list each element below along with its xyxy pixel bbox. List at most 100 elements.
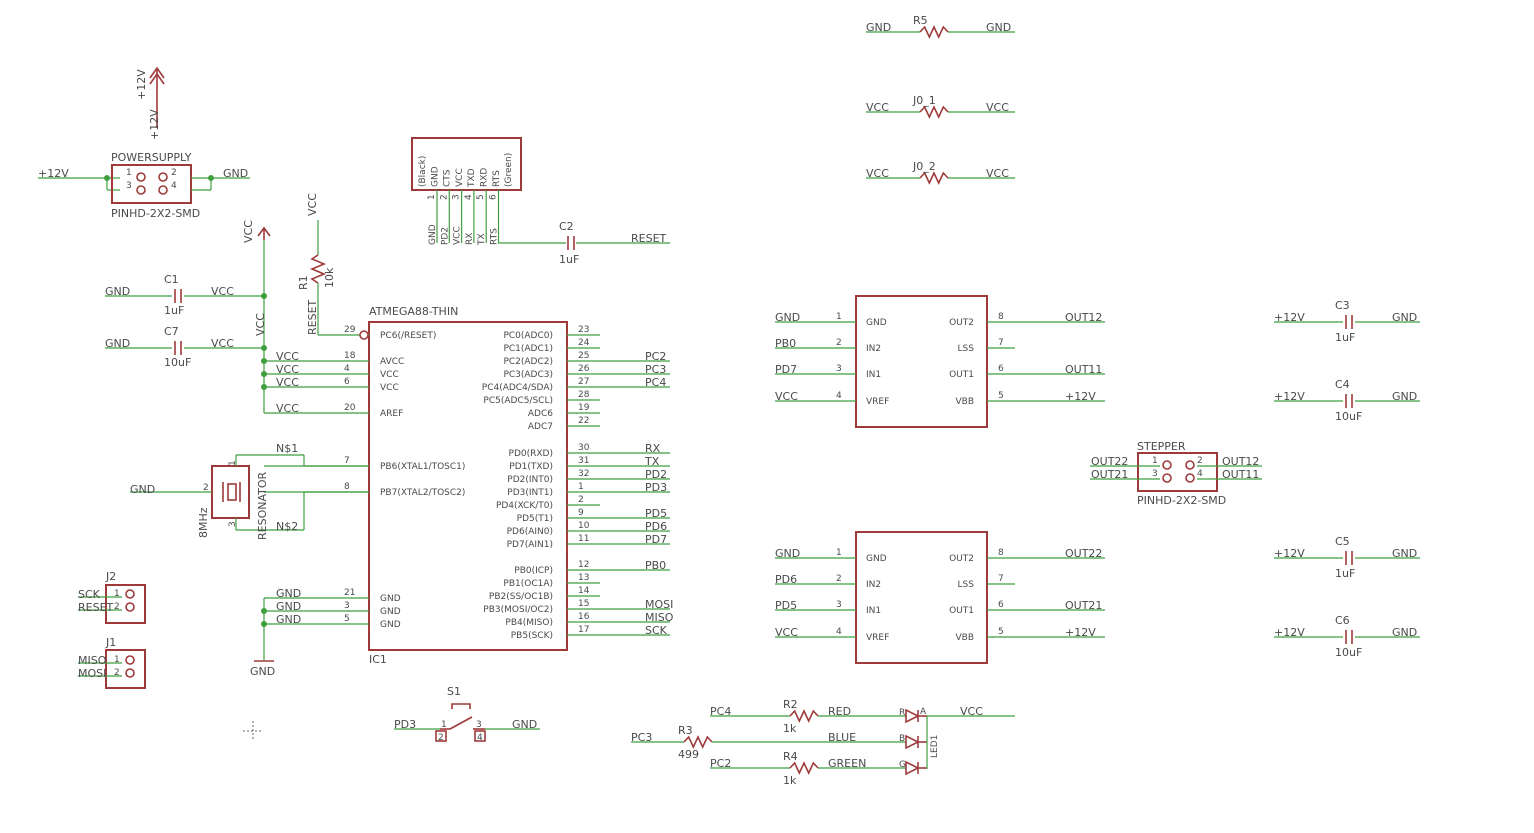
- atmega88-block: ATMEGA88-THIN IC1 PC6(/RESET)29AVCC18VCC…: [264, 305, 674, 666]
- j1-name: J1: [105, 636, 116, 649]
- right-cap-0-value: 1uF: [1335, 331, 1355, 344]
- driver-0-right-net-2: OUT11: [1065, 363, 1102, 376]
- driver-1-right-net-3: +12V: [1065, 626, 1096, 639]
- mcu-left-pin-num-0: 29: [344, 325, 356, 335]
- resonator-value: 8MHz: [197, 507, 210, 538]
- driver-0-left-net-1: PB0: [775, 337, 796, 350]
- mcu-right-pin-label-19: PB3(MOSI/OC2): [483, 605, 553, 615]
- driver-0-right-label-1: LSS: [958, 344, 975, 354]
- right-cap-1-left: +12V: [1274, 390, 1305, 403]
- ftdi-label-5: RXD: [480, 168, 490, 187]
- mcu-right-pin-label-13: PD5(T1): [517, 514, 553, 524]
- ftdi-label-0: (Black): [418, 156, 428, 187]
- left-cap-1-value: 10uF: [164, 356, 191, 369]
- stepper-pin-4: 4: [1197, 469, 1203, 479]
- stepper-package: PINHD-2X2-SMD: [1137, 494, 1226, 507]
- gnd-rail-block: GND: [250, 598, 275, 678]
- s1-right-net: GND: [512, 718, 537, 731]
- mcu-right-pin-num-0: 23: [578, 325, 589, 335]
- resonator-pin-3: 3: [228, 521, 238, 527]
- power-supply-package: PINHD-2X2-SMD: [111, 207, 200, 220]
- ftdi-header: [411, 137, 522, 191]
- ftdi-pin-1: 1: [427, 194, 437, 200]
- gnd-symbol-label: GND: [250, 665, 275, 678]
- driver-1-right-label-2: OUT1: [949, 606, 974, 616]
- mcu-left-pin-label-9: GND: [380, 620, 401, 630]
- led-pin-0: R: [899, 708, 905, 718]
- j2-header: [105, 584, 146, 624]
- mcu-right-net-20: MISO: [645, 611, 674, 624]
- driver-0-left-net-2: PD7: [775, 363, 797, 376]
- mcu-left-pin-num-6: 8: [344, 482, 350, 492]
- stepper-pin-3: 3: [1152, 469, 1158, 479]
- mcu-right-pin-num-1: 24: [578, 338, 590, 348]
- mcu-right-pin-num-18: 14: [578, 586, 590, 596]
- driver-1-right-net-0: OUT22: [1065, 547, 1102, 560]
- stepper-header: [1137, 452, 1218, 492]
- driver-0-right-label-3: VBB: [955, 397, 974, 407]
- mcu-left-pin-num-3: 6: [344, 377, 350, 387]
- j1-net-1: MISO: [78, 654, 107, 667]
- origin-marker: [243, 721, 263, 741]
- driver-1-left-label-1: IN2: [866, 580, 881, 590]
- ftdi-label-1: GND: [430, 166, 440, 187]
- driver-1-left-label-0: GND: [866, 554, 887, 564]
- driver-1-left-net-2: PD5: [775, 599, 797, 612]
- power-supply-block: +12V +12V +12V 1 2 3 4 GND POWERSUPPLY P…: [38, 66, 250, 220]
- j2-name: J2: [105, 570, 116, 583]
- plus12v-symbol-label: +12V: [135, 69, 148, 100]
- mcu-right-net-4: PC4: [645, 376, 666, 389]
- driver-0-right-net-0: OUT12: [1065, 311, 1102, 324]
- mcu-left-net-8: GND: [276, 600, 301, 613]
- led-net-2: PC2: [710, 757, 731, 770]
- mcu-left-pin-label-2: VCC: [380, 370, 399, 380]
- mcu-right-pin-label-9: PD1(TXD): [509, 462, 553, 472]
- mcu-left-net-2: VCC: [276, 363, 299, 376]
- top-res-0-right: GND: [986, 21, 1011, 34]
- right-cap-0-name: C3: [1335, 299, 1350, 312]
- mcu-right-pin-num-4: 27: [578, 377, 589, 387]
- driver-1-right-pin-0: 8: [998, 548, 1004, 558]
- mcu-left-pin-num-9: 5: [344, 614, 350, 624]
- led-res-name-0: R2: [783, 698, 798, 711]
- mcu-right-net-9: TX: [644, 455, 660, 468]
- mcu-left-pin-num-1: 18: [344, 351, 356, 361]
- mcu-right-net-13: PD5: [645, 507, 667, 520]
- mcu-right-pin-num-3: 26: [578, 364, 590, 374]
- j2-pin-2: 2: [114, 602, 120, 612]
- mcu-right-net-14: PD6: [645, 520, 667, 533]
- left-cap-0-vcc: VCC: [211, 285, 234, 298]
- driver-0-left-pin-1: 2: [836, 338, 842, 348]
- right-cap-2-value: 1uF: [1335, 567, 1355, 580]
- s1-pin-2: 2: [438, 733, 444, 743]
- mcu-right-pin-num-17: 13: [578, 573, 589, 583]
- mcu-left-pin-label-6: PB7(XTAL2/TOSC2): [380, 488, 465, 498]
- driver-1-right-net-2: OUT21: [1065, 599, 1102, 612]
- driver-0-right-label-2: OUT1: [949, 370, 974, 380]
- led-res-value-1: 499: [678, 748, 699, 761]
- stepper-pin-2: 2: [1197, 456, 1203, 466]
- mcu-right-pin-label-0: PC0(ADC0): [503, 331, 553, 341]
- driver-0-left-net-3: VCC: [775, 390, 798, 403]
- right-cap-1-right: GND: [1392, 390, 1417, 403]
- driver-1-right-pin-2: 6: [998, 600, 1004, 610]
- stepper-left-net-1: OUT22: [1091, 455, 1128, 468]
- mcu-right-pin-num-20: 16: [578, 612, 590, 622]
- mcu-left-pin-num-4: 20: [344, 403, 356, 413]
- mcu-right-pin-num-6: 19: [578, 403, 590, 413]
- mcu-right-pin-num-11: 1: [578, 482, 584, 492]
- j1-block: J1 MISO MOSI 1 2: [78, 636, 146, 689]
- mcu-right-pin-num-7: 22: [578, 416, 589, 426]
- top-res-0-name: R5: [913, 14, 928, 27]
- power-supply-header: [111, 164, 192, 204]
- plus12v-net-label-vertical: +12V: [148, 109, 161, 140]
- driver-1-left-pin-2: 3: [836, 600, 842, 610]
- mcu-right-pin-label-12: PD4(XCK/T0): [496, 501, 553, 511]
- power-right-net: GND: [223, 167, 248, 180]
- ftdi-label-2: CTS: [443, 169, 453, 187]
- driver-0-right-label-0: OUT2: [949, 318, 974, 328]
- driver-0-left-pin-2: 3: [836, 364, 842, 374]
- driver-1-right-label-0: OUT2: [949, 554, 974, 564]
- left-cap-0-name: C1: [164, 273, 179, 286]
